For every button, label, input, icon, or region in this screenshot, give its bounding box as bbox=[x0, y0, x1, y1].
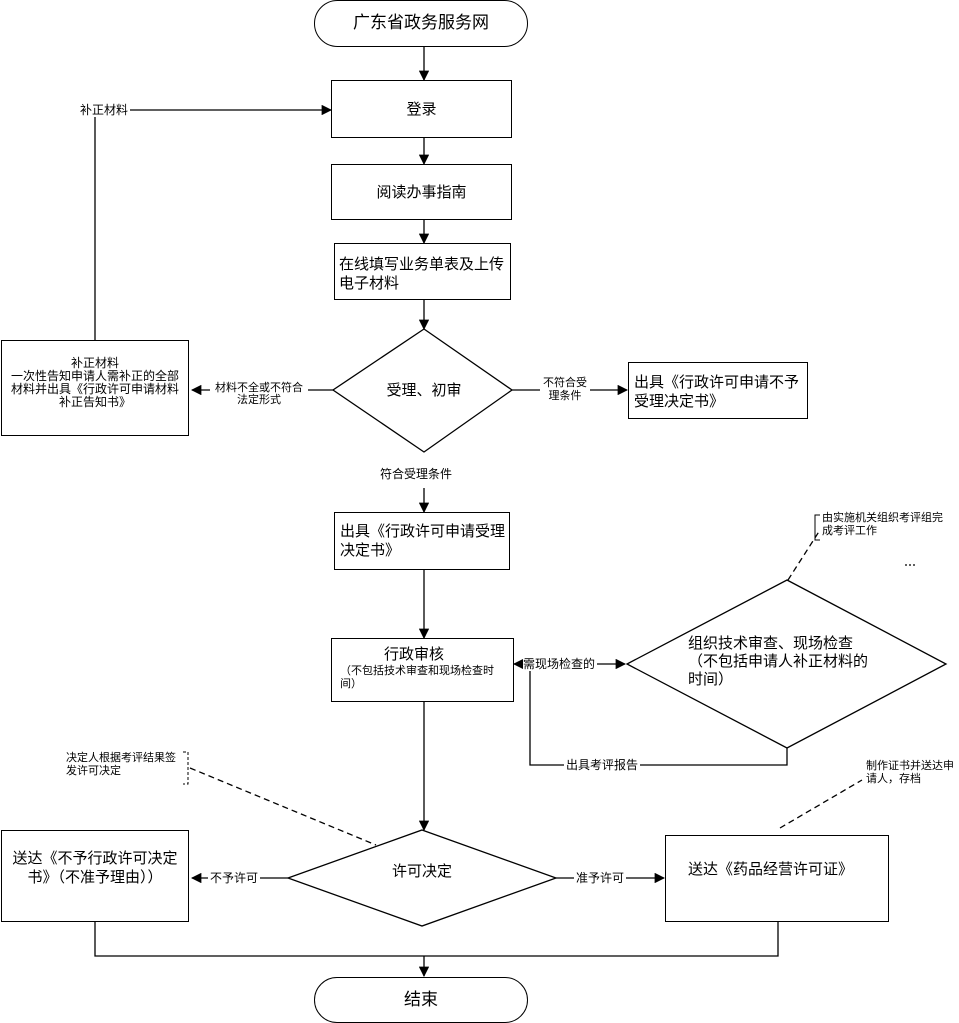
diamond-permit-decision bbox=[286, 829, 558, 927]
permit-decision-label: 许可决定 bbox=[391, 862, 452, 880]
line-deny-merge bbox=[94, 922, 424, 957]
supplement-body: 一次性告知申请人需补正的全部材料并出具《行政许可申请材料补正告知书》 bbox=[10, 369, 179, 409]
accept-decision-label: 出具《行政许可申请受理决定书》 bbox=[340, 522, 506, 559]
note-decision-maker: 决定人根据考评结果签发许可决定 bbox=[66, 751, 176, 777]
admin-review-box: 行政审核 （不包括技术审查和现场检查时间） bbox=[331, 638, 514, 702]
deliver-license-box: 送达《药品经营许可证》 bbox=[665, 835, 889, 922]
label-not-qualified: 不符合受理条件 bbox=[540, 376, 590, 402]
end-label: 结束 bbox=[404, 989, 438, 1010]
label-issue-report: 出具考评报告 bbox=[564, 758, 641, 772]
deliver-reject-label: 送达《不予行政许可决定书》（不准予理由）） bbox=[12, 849, 178, 886]
admin-review-title: 行政审核 bbox=[384, 645, 445, 663]
accept-decision-box: 出具《行政许可申请受理决定书》 bbox=[334, 512, 510, 570]
end-terminal: 结束 bbox=[314, 977, 528, 1023]
supplement-title: 补正材料 bbox=[70, 356, 119, 370]
login-label: 登录 bbox=[406, 99, 437, 118]
label-qualified: 符合受理条件 bbox=[380, 467, 453, 481]
start-label: 广东省政务服务网 bbox=[353, 13, 489, 33]
diamond-accept-review bbox=[331, 328, 514, 453]
fill-form-label: 在线填写业务单表及上传电子材料 bbox=[339, 255, 505, 292]
tech-review-label: 组织技术审查、现场检查（不包括申请人补正材料的时间） bbox=[688, 634, 869, 688]
label-incomplete: 材料不全或不符合法定形式 bbox=[210, 382, 308, 406]
deliver-license-label: 送达《药品经营许可证》 bbox=[688, 860, 854, 878]
note-make-cert: 制作证书并送达申请人，存档 bbox=[866, 759, 954, 785]
login-box: 登录 bbox=[331, 80, 512, 138]
read-guide-label: 阅读办事指南 bbox=[376, 182, 467, 201]
admin-review-note: （不包括技术审查和现场检查时间） bbox=[340, 664, 494, 690]
label-approve: 准予许可 bbox=[574, 871, 627, 885]
arrow-report-back bbox=[529, 668, 788, 766]
arrow-supplement-loop bbox=[94, 104, 333, 340]
supplement-box: 补正材料 一次性告知申请人需补正的全部材料并出具《行政许可申请材料补正告知书》 bbox=[1, 340, 189, 436]
note-eval-group: 由实施机关组织考评组完成考评工作 bbox=[822, 511, 943, 537]
diamond-tech-review bbox=[625, 579, 948, 749]
label-deny: 不予许可 bbox=[208, 871, 261, 885]
accept-review-label: 受理、初审 bbox=[386, 381, 462, 399]
callout-decision bbox=[189, 767, 377, 846]
fill-form-box: 在线填写业务单表及上传电子材料 bbox=[334, 243, 511, 300]
start-terminal: 广东省政务服务网 bbox=[314, 0, 528, 47]
label-supplement-loop: 补正材料 bbox=[78, 103, 131, 117]
read-guide-box: 阅读办事指南 bbox=[331, 164, 512, 220]
reject-accept-box: 出具《行政许可申请不予受理决定书》 bbox=[628, 362, 808, 419]
callout-cert bbox=[779, 779, 863, 829]
line-approve-merge bbox=[424, 922, 779, 957]
label-need-inspection: 需现场检查的 bbox=[523, 657, 598, 671]
deliver-reject-box: 送达《不予行政许可决定书》（不准予理由）） bbox=[1, 830, 189, 922]
reject-accept-label: 出具《行政许可申请不予受理决定书》 bbox=[634, 373, 800, 410]
